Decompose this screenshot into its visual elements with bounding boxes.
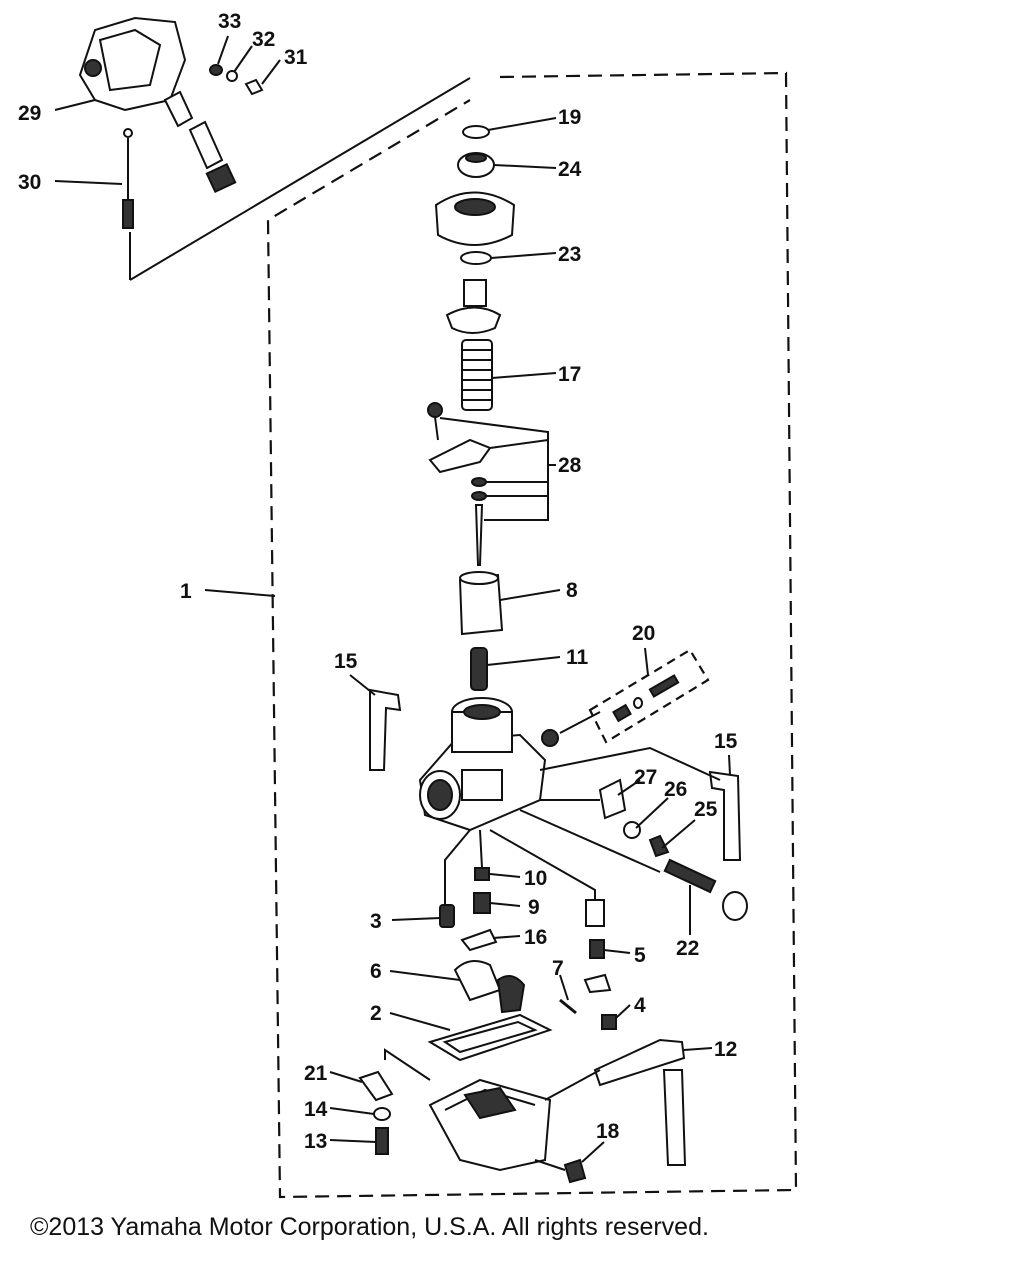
valve-seat-part xyxy=(473,892,491,914)
callout-15-right: 15 xyxy=(714,730,738,753)
screw-washer-nut-parts xyxy=(209,64,264,96)
callout-2: 2 xyxy=(370,1002,382,1025)
callout-30: 30 xyxy=(18,171,41,194)
callout-18: 18 xyxy=(596,1120,620,1143)
washer-small-part xyxy=(373,1107,391,1121)
float-pin-part xyxy=(559,998,577,1015)
callout-11: 11 xyxy=(566,646,589,669)
float-needle-part xyxy=(460,928,498,952)
cap-nut-part xyxy=(457,152,495,178)
callout-31: 31 xyxy=(284,46,308,69)
callout-labels: 29 30 31 32 33 19 24 23 17 28 8 11 1 15 … xyxy=(18,10,738,1153)
callout-19: 19 xyxy=(558,106,581,129)
chamber-top-part xyxy=(434,191,516,246)
callout-20: 20 xyxy=(632,622,655,645)
throttle-stop-leader xyxy=(539,746,721,801)
callout-3: 3 xyxy=(370,910,382,933)
chamber-screw-part xyxy=(375,1127,389,1155)
jet-leaders xyxy=(444,829,596,905)
needle-jet-part xyxy=(470,647,488,691)
throttle-stop-parts xyxy=(598,778,670,858)
vent-hose-right-part xyxy=(708,770,742,861)
screw-part xyxy=(601,1014,617,1030)
starter-plunger-part xyxy=(519,809,748,921)
callout-1: 1 xyxy=(180,580,192,603)
callout-6: 6 xyxy=(370,960,382,983)
pilot-screw-leader xyxy=(559,711,601,734)
main-jet-part xyxy=(439,904,455,928)
cable-adjuster-part xyxy=(122,128,134,229)
cable-holder-part xyxy=(445,279,502,334)
callout-9: 9 xyxy=(528,896,540,919)
callout-33: 33 xyxy=(218,10,241,33)
vent-hose-left-part xyxy=(369,688,402,771)
assembly-boundary xyxy=(266,71,798,1199)
gasket-inner xyxy=(442,1020,538,1054)
pilot-jet-part xyxy=(474,867,490,881)
callout-16: 16 xyxy=(524,926,547,949)
needle-bracket-lines xyxy=(439,417,549,521)
callout-27: 27 xyxy=(634,766,657,789)
callout-25: 25 xyxy=(694,798,718,821)
jet-needle-set-part xyxy=(427,402,492,566)
o-ring-part xyxy=(460,251,492,265)
throttle-spring-part xyxy=(461,339,493,411)
carburetor-body-part xyxy=(418,697,559,832)
callout-10: 10 xyxy=(524,867,547,890)
clamp-part xyxy=(358,1070,394,1102)
callout-28: 28 xyxy=(558,454,582,477)
chamber-screw-right-part xyxy=(563,1158,587,1184)
callout-15-left: 15 xyxy=(334,650,358,673)
pilot-screw-box xyxy=(588,648,710,744)
washer-part xyxy=(462,125,490,139)
callout-4: 4 xyxy=(634,994,646,1017)
callout-32: 32 xyxy=(252,28,275,51)
callout-23: 23 xyxy=(558,243,581,266)
callout-5: 5 xyxy=(634,944,646,967)
float-part xyxy=(453,960,526,1014)
copyright-notice: ©2013 Yamaha Motor Corporation, U.S.A. A… xyxy=(30,1213,709,1241)
callout-22: 22 xyxy=(676,937,699,960)
callout-12: 12 xyxy=(714,1038,737,1061)
callout-21: 21 xyxy=(304,1062,328,1085)
overflow-hose-part xyxy=(593,1038,687,1166)
chamber-leaders xyxy=(384,1048,601,1171)
pilot-screw-part xyxy=(612,674,680,723)
callout-13: 13 xyxy=(304,1130,327,1153)
callout-17: 17 xyxy=(558,363,581,386)
callout-8: 8 xyxy=(566,579,578,602)
float-chamber-gasket-part xyxy=(427,1013,553,1062)
callout-26: 26 xyxy=(664,778,687,801)
float-chamber-part xyxy=(428,1078,552,1172)
throttle-valve-part xyxy=(458,571,504,636)
callout-7: 7 xyxy=(552,957,564,980)
callout-14: 14 xyxy=(304,1098,328,1121)
cable-group-leader xyxy=(129,77,471,281)
callout-29: 29 xyxy=(18,102,41,125)
drain-screw-part xyxy=(583,899,612,994)
callout-leaders xyxy=(54,35,731,1163)
callout-24: 24 xyxy=(558,158,582,181)
carburetor-exploded-diagram: 29 30 31 32 33 19 24 23 17 28 8 11 1 15 … xyxy=(18,10,798,1199)
throttle-housing-part xyxy=(78,16,237,194)
